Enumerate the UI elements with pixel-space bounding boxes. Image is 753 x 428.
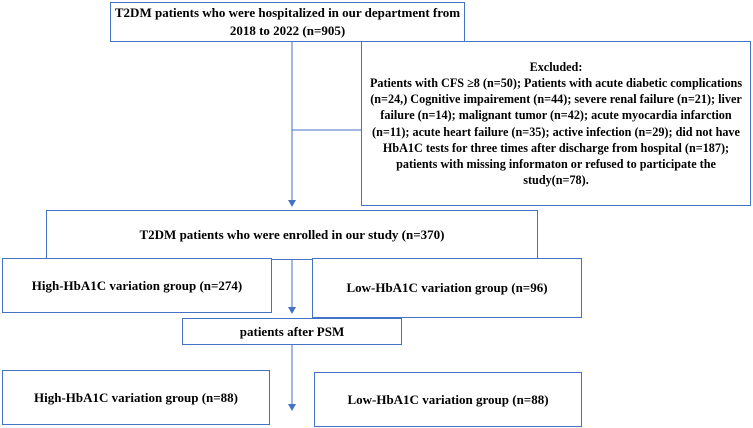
high-before-text: High-HbA1C variation group (n=274) (31, 277, 243, 293)
screened-text: T2DM patients who were hospitalized in o… (114, 5, 461, 38)
psm-box: patients after PSM (182, 318, 402, 345)
high-after-text: High-HbA1C variation group (n=88) (34, 389, 238, 405)
psm-text: patients after PSM (239, 323, 345, 339)
high-after-box: High-HbA1C variation group (n=88) (2, 370, 270, 425)
excluded-title: Excluded: (529, 59, 583, 74)
enrolled-text: T2DM patients who were enrolled in our s… (139, 227, 445, 242)
excluded-box: Excluded: Patients with CFS ≥8 (n=50); P… (361, 41, 751, 206)
low-before-text: Low-HbA1C variation group (n=96) (346, 280, 548, 295)
low-before-box: Low-HbA1C variation group (n=96) (312, 258, 582, 318)
low-after-box: Low-HbA1C variation group (n=88) (314, 372, 582, 427)
high-before-box: High-HbA1C variation group (n=274) (2, 258, 272, 313)
low-after-text: Low-HbA1C variation group (n=88) (347, 391, 549, 407)
enrolled-box: T2DM patients who were enrolled in our s… (46, 210, 538, 260)
excluded-body: Patients with CFS ≥8 (n=50); Patients wi… (369, 75, 743, 188)
screened-box: T2DM patients who were hospitalized in o… (110, 2, 465, 42)
